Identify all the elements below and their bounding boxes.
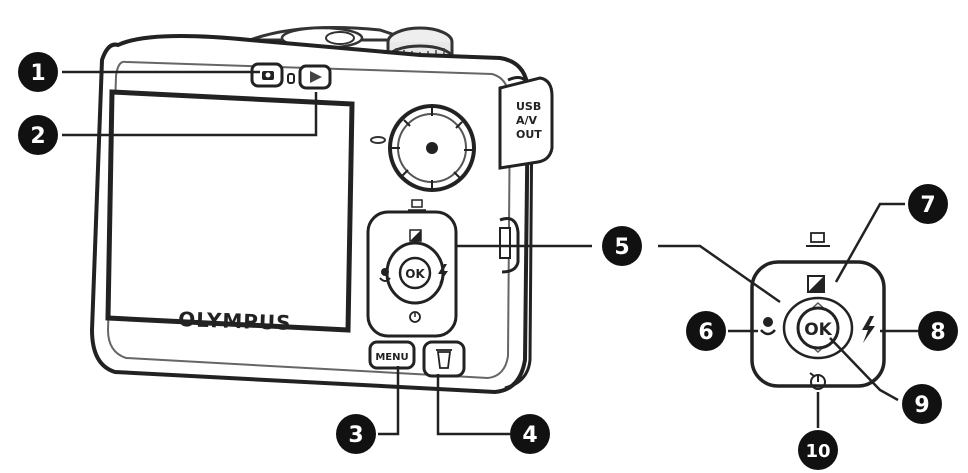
port-label-av: A/V — [516, 114, 538, 127]
svg-text:5: 5 — [614, 235, 629, 260]
exposure-icon — [409, 229, 422, 242]
menu-button-label: MENU — [375, 352, 408, 363]
macro-icon — [760, 317, 776, 336]
enlarged-keypad: OK — [750, 232, 886, 390]
flash-icon — [438, 264, 448, 284]
print-icon — [408, 199, 426, 211]
leader-lines — [62, 70, 918, 436]
trash-icon — [436, 349, 452, 369]
ok-button-large-label: OK — [804, 320, 832, 340]
callout-10: 10 — [798, 430, 838, 470]
arrow-pad[interactable]: OK — [366, 199, 458, 338]
callout-8: 8 — [918, 311, 958, 351]
playback-button[interactable] — [298, 64, 332, 90]
svg-text:1: 1 — [30, 61, 45, 86]
self-timer-icon — [809, 372, 826, 390]
self-timer-icon — [409, 311, 421, 323]
callout-3: 3 — [336, 414, 376, 454]
svg-text:8: 8 — [930, 320, 945, 345]
callout-7: 7 — [908, 184, 948, 224]
print-icon — [806, 232, 830, 247]
port-label-out: OUT — [516, 128, 542, 141]
menu-button[interactable]: MENU — [368, 340, 416, 370]
exposure-icon — [807, 275, 825, 293]
port-label-usb: USB — [516, 100, 541, 113]
callout-4: 4 — [510, 414, 550, 454]
svg-text:10: 10 — [805, 441, 830, 462]
callout-6: 6 — [686, 311, 726, 351]
svg-text:3: 3 — [348, 423, 363, 448]
ok-button-label: OK — [405, 267, 425, 281]
svg-text:7: 7 — [920, 193, 935, 218]
callout-9: 9 — [902, 384, 942, 424]
callout-1: 1 — [18, 52, 58, 92]
callout-5: 5 — [602, 226, 642, 266]
brand-logo: OLYMPUS — [178, 307, 292, 335]
svg-text:6: 6 — [698, 320, 713, 345]
flash-icon — [862, 316, 875, 343]
callout-2: 2 — [18, 115, 58, 155]
svg-text:2: 2 — [30, 124, 45, 149]
shooting-mode-button[interactable] — [250, 62, 284, 88]
svg-text:4: 4 — [522, 423, 537, 448]
mode-dial[interactable] — [388, 104, 476, 192]
play-icon — [310, 71, 322, 83]
lcd-screen — [105, 89, 355, 333]
usb-av-port-door[interactable]: USB A/V OUT — [498, 76, 554, 170]
erase-button[interactable] — [422, 340, 466, 378]
svg-text:9: 9 — [914, 393, 929, 418]
macro-icon — [379, 268, 391, 282]
